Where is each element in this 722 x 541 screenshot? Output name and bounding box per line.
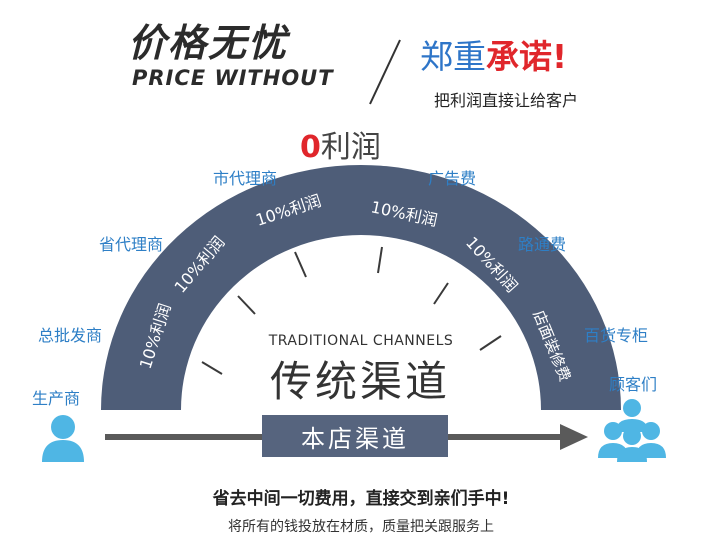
title-english: PRICE WITHOUT [132,66,334,90]
store-channel-box: 本店渠道 [262,415,448,457]
footer-line-1: 省去中间一切费用，直接交到亲们手中! [212,489,510,509]
label-producer: 生产商 [32,389,81,408]
promise-heading: 郑重承诺! [420,30,567,78]
promise-part3: ! [552,37,568,76]
customers-group-icon [598,399,666,462]
label-road-fee: 路通费 [518,235,567,254]
traditional-channels-english: TRADITIONAL CHANNELS [268,333,454,349]
channel-arrow-head [560,424,588,450]
store-channel-label: 本店渠道 [301,424,409,453]
label-province-agent: 省代理商 [99,235,164,254]
zero-profit-label: 0利润 [300,122,381,166]
tick-5 [433,282,449,305]
tick-3 [294,251,307,278]
promise-part2: 承诺 [486,37,552,76]
label-wholesaler: 总批发商 [38,326,103,345]
zero-number: 0 [300,130,321,165]
promise-part1: 郑重 [420,37,486,76]
tick-4 [377,246,383,274]
label-department-store: 百货专柜 [584,326,649,345]
traditional-channels-chinese: 传统渠道 [269,357,450,406]
label-advertising: 广告费 [428,169,477,188]
arc-ticks [201,246,502,375]
arc-band [101,165,621,410]
title-chinese: 价格无忧 [128,21,289,65]
producer-person-icon [42,415,84,462]
tick-1 [201,361,223,375]
promise-subtitle: 把利润直接让给客户 [434,91,579,110]
label-customers: 顾客们 [609,375,658,394]
zero-text: 利润 [320,130,381,165]
tick-2 [237,295,256,315]
footer-line-2: 将所有的钱投放在材质，质量把关跟服务上 [228,519,494,535]
label-city-agent: 市代理商 [213,169,278,188]
tick-6 [479,335,502,351]
